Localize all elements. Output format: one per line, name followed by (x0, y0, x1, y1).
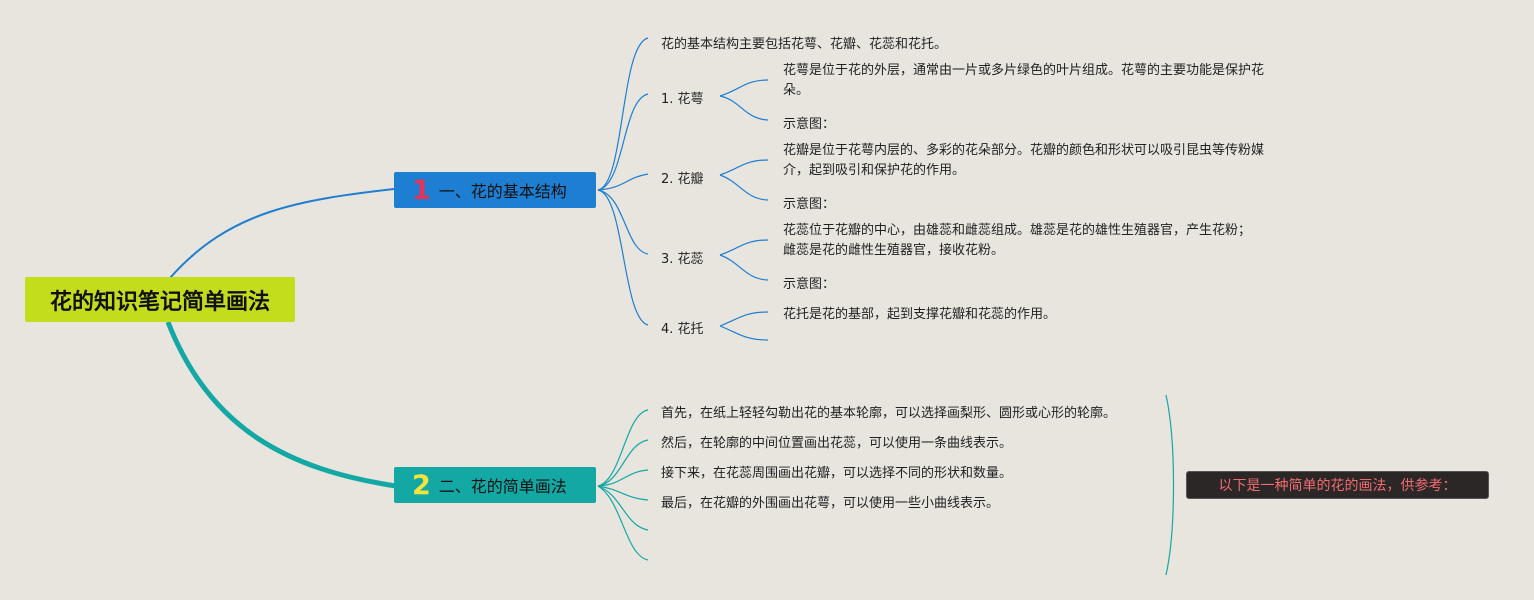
part-desc-stamen-pistil[interactable]: 花蕊位于花瓣的中心，由雄蕊和雌蕊组成。雄蕊是花的雄性生殖器官，产生花粉；雌蕊是花… (783, 223, 1252, 258)
branch-node-drawing[interactable]: 2 二、花的简单画法 (394, 467, 596, 503)
part-label-petal[interactable]: 2. 花瓣 (661, 172, 704, 187)
branch1-number-badge: 1 (412, 174, 431, 206)
part-sketch-stamen-pistil[interactable]: 示意图： (783, 277, 836, 292)
part-desc-petal[interactable]: 花瓣是位于花萼内层的、多彩的花朵部分。花瓣的颜色和形状可以吸引昆虫等传粉媒介，起… (783, 143, 1265, 178)
branch1-title: 一、花的基本结构 (438, 182, 567, 201)
branch2-title: 二、花的简单画法 (438, 477, 567, 496)
drawing-step-3[interactable]: 接下来，在花蕊周围画出花瓣，可以选择不同的形状和数量。 (661, 466, 1013, 481)
drawing-step-2[interactable]: 然后，在轮廓的中间位置画出花蕊，可以使用一条曲线表示。 (661, 436, 1013, 451)
part-desc-receptacle[interactable]: 花托是花的基部，起到支撑花瓣和花蕊的作用。 (783, 307, 1057, 322)
root-node[interactable]: 花的知识笔记简单画法 (25, 277, 295, 322)
part-label-receptacle[interactable]: 4. 花托 (661, 322, 704, 337)
root-to-branch1-line (169, 188, 395, 279)
part-sketch-petal[interactable]: 示意图： (783, 197, 836, 212)
root-to-branch2-line (165, 321, 397, 489)
branch1-connectors (597, 37, 769, 341)
part-label-sepal[interactable]: 1. 花萼 (661, 92, 704, 107)
part-label-stamen-pistil[interactable]: 3. 花蕊 (661, 252, 704, 267)
part-desc-sepal[interactable]: 花萼是位于花的外层，通常由一片或多片绿色的叶片组成。花萼的主要功能是保护花朵。 (783, 63, 1265, 98)
structure-intro[interactable]: 花的基本结构主要包括花萼、花瓣、花蕊和花托。 (661, 37, 948, 52)
summary-note-text: 以下是一种简单的花的画法，供参考： (1218, 478, 1457, 494)
branch-node-structure[interactable]: 1 一、花的基本结构 (394, 172, 596, 208)
branch2-number-badge: 2 (412, 469, 431, 501)
summary-note[interactable]: 以下是一种简单的花的画法，供参考： (1186, 471, 1489, 499)
drawing-step-1[interactable]: 首先，在纸上轻轻勾勒出花的基本轮廓，可以选择画梨形、圆形或心形的轮廓。 (661, 406, 1117, 421)
root-title: 花的知识笔记简单画法 (49, 289, 270, 315)
drawing-step-4[interactable]: 最后，在花瓣的外围画出花萼，可以使用一些小曲线表示。 (661, 496, 1000, 511)
branch2-connectors (597, 409, 649, 561)
part-sketch-sepal[interactable]: 示意图： (783, 117, 836, 132)
summary-bracket (1165, 394, 1175, 576)
